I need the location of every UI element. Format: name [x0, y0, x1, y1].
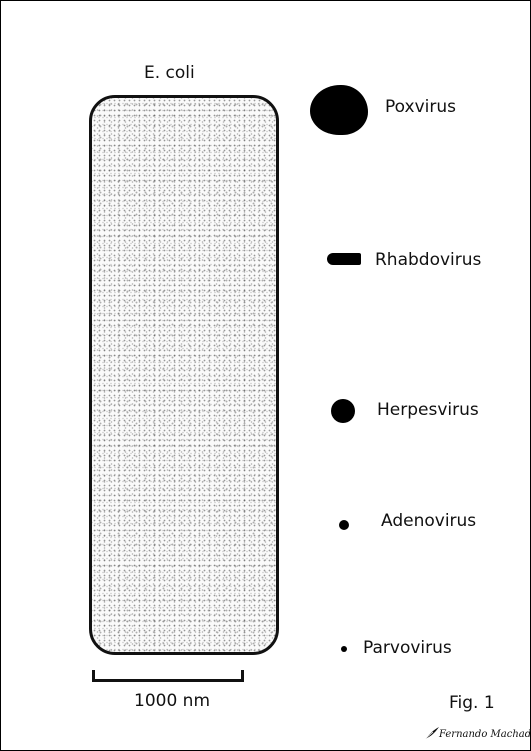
herpesvirus-label: Herpesvirus	[377, 400, 479, 420]
figure-label: Fig. 1	[449, 693, 495, 713]
herpesvirus-shape	[331, 399, 355, 423]
adenovirus-label: Adenovirus	[381, 511, 476, 531]
rhabdovirus-shape	[327, 253, 361, 265]
author-credit: Fernando Machado	[439, 729, 531, 740]
scale-bar	[92, 670, 244, 682]
rhabdovirus-label: Rhabdovirus	[375, 250, 481, 270]
parvovirus-label: Parvovirus	[363, 638, 452, 658]
ecoli-cell	[89, 95, 279, 655]
adenovirus-shape	[339, 520, 349, 530]
poxvirus-label: Poxvirus	[385, 97, 456, 117]
scale-label: 1000 nm	[134, 691, 210, 711]
parvovirus-shape	[341, 646, 347, 652]
poxvirus-shape	[310, 85, 368, 135]
ecoli-label: E. coli	[144, 63, 195, 83]
feather-icon	[424, 726, 440, 740]
